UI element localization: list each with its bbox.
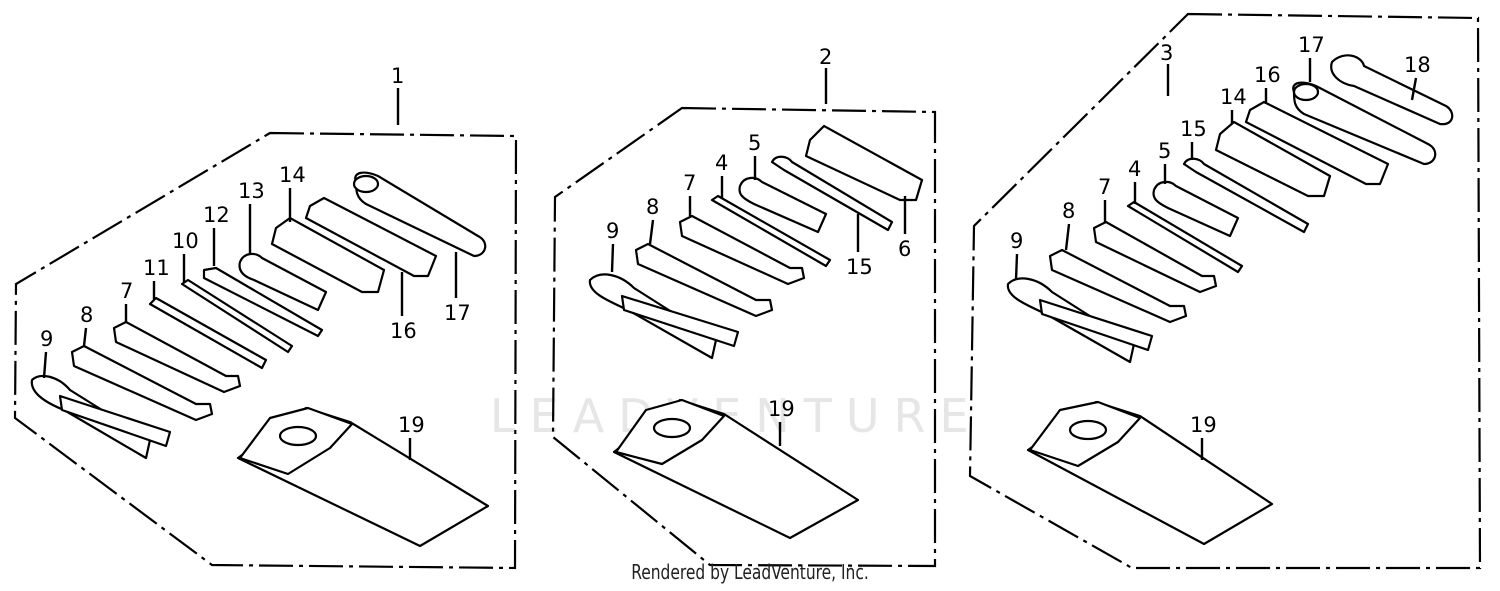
callout-9[interactable]: 9 <box>606 219 619 243</box>
callout-15[interactable]: 15 <box>1180 117 1207 141</box>
pliers-icon <box>1006 277 1154 364</box>
callout-11[interactable]: 11 <box>143 256 170 280</box>
callout-5[interactable]: 5 <box>748 131 761 155</box>
open-end-wrench-8-icon <box>70 344 214 422</box>
callout-8[interactable]: 8 <box>646 195 659 219</box>
callout-17[interactable]: 17 <box>1298 33 1325 57</box>
callout-7[interactable]: 7 <box>683 171 696 195</box>
screwdriver-4-icon <box>1126 200 1244 274</box>
callout-12[interactable]: 12 <box>203 203 230 227</box>
callout-9[interactable]: 9 <box>1010 229 1023 253</box>
box-wrench-17-icon <box>1292 81 1437 166</box>
pliers-icon <box>588 273 740 360</box>
tool-bag-icon <box>1026 400 1274 546</box>
callout-5[interactable]: 5 <box>1158 139 1171 163</box>
callout-6[interactable]: 6 <box>898 237 911 261</box>
box-wrench-17-icon <box>352 171 487 258</box>
open-end-wrench-7-icon <box>1092 220 1218 294</box>
callout-4[interactable]: 4 <box>1128 157 1141 181</box>
socket-wrench-14-icon <box>1214 120 1332 198</box>
kit-1-outline <box>13 131 518 570</box>
extension-bar-15-icon <box>1182 157 1310 234</box>
screwdriver-handle-5-icon <box>738 176 828 234</box>
callout-19[interactable]: 19 <box>398 413 425 437</box>
callout-8[interactable]: 8 <box>80 303 93 327</box>
screwdriver-12-icon <box>202 266 324 338</box>
open-end-wrench-7-icon <box>678 214 806 286</box>
callout-14[interactable]: 14 <box>1220 85 1247 109</box>
tool-bag-icon <box>612 398 860 540</box>
callout-7[interactable]: 7 <box>1098 175 1111 199</box>
socket-wrench-6-icon <box>804 124 924 202</box>
open-end-wrench-7-icon <box>112 320 242 394</box>
callout-16[interactable]: 16 <box>1254 63 1281 87</box>
screwdriver-4-icon <box>710 194 832 268</box>
open-end-wrench-8-icon <box>634 242 774 318</box>
callout-15[interactable]: 15 <box>846 255 873 279</box>
spanner-18-icon <box>1330 54 1454 126</box>
tool-bar-16-icon <box>304 196 438 278</box>
extension-bar-15-icon <box>770 155 894 232</box>
callout-7[interactable]: 7 <box>120 279 133 303</box>
open-end-wrench-8-icon <box>1048 248 1188 324</box>
callout-19[interactable]: 19 <box>768 397 795 421</box>
callout-18[interactable]: 18 <box>1404 53 1431 77</box>
callout-9[interactable]: 9 <box>40 327 53 351</box>
tool-kit-3: 3 17 18 16 14 15 5 4 <box>968 12 1482 570</box>
tool-bar-16-icon <box>1244 100 1390 186</box>
tool-bag-icon <box>236 406 490 548</box>
kit-3-outline <box>968 12 1482 570</box>
callout-19[interactable]: 19 <box>1190 413 1217 437</box>
screwdriver-handle-5-icon <box>1152 180 1240 238</box>
callout-8[interactable]: 8 <box>1062 199 1075 223</box>
kit-3-label[interactable]: 3 <box>1160 41 1173 65</box>
kit-1-label[interactable]: 1 <box>391 64 404 88</box>
pliers-icon <box>30 374 172 460</box>
callout-17[interactable]: 17 <box>444 301 471 325</box>
callout-4[interactable]: 4 <box>715 151 728 175</box>
screwdriver-10-icon <box>180 278 294 354</box>
callout-13[interactable]: 13 <box>238 179 265 203</box>
callout-16[interactable]: 16 <box>390 319 417 343</box>
kit-2-outline <box>551 106 937 568</box>
screwdriver-handle-13-icon <box>238 252 328 312</box>
callout-14[interactable]: 14 <box>279 163 306 187</box>
tool-kit-1: 1 14 13 12 10 11 7 <box>13 64 518 570</box>
callout-10[interactable]: 10 <box>172 229 199 253</box>
kit-2-label[interactable]: 2 <box>819 45 832 69</box>
tool-kit-2: 2 5 4 7 8 9 15 6 19 <box>551 45 937 568</box>
footer-credit: Rendered by LeadVenture, Inc. <box>631 560 869 584</box>
